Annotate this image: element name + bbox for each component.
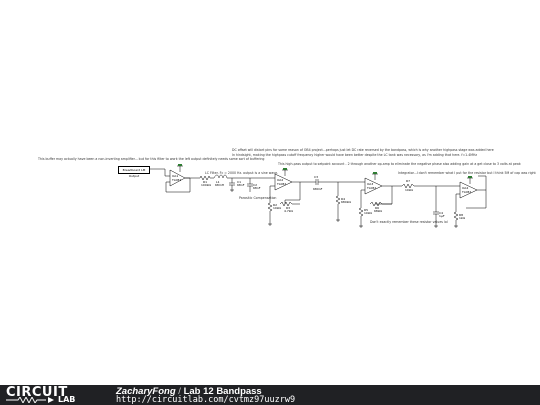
- circuit-title: Lab 12 Bandpass: [183, 386, 262, 397]
- c1-label: C1: [237, 180, 241, 184]
- c2-label: C2: [253, 183, 257, 187]
- resistor-r7: [401, 183, 460, 189]
- opamp-2-part: TL082: [276, 182, 286, 186]
- r6-label: R6: [375, 206, 379, 210]
- resistor-r1: [196, 175, 214, 181]
- capacitor-c1: [229, 178, 235, 190]
- buffer-note: This buffer may actually have been a non…: [38, 157, 265, 161]
- schematic-canvas[interactable]: OA1 TL082 OA2 TL082 OA3 TL082 OA4 TL082 …: [0, 0, 540, 385]
- title-separator: /: [178, 386, 181, 397]
- opamp-3: [364, 177, 383, 195]
- r6-value: 68kΩ: [374, 209, 383, 213]
- capacitor-c2: [247, 178, 253, 192]
- opamp-3-part: TL082: [366, 186, 376, 190]
- r7-value: 10kΩ: [405, 188, 414, 192]
- opamp-4: [459, 181, 478, 199]
- highpass-note: This high-pass output to setpoint accoun…: [278, 162, 521, 166]
- resistor-r6: [369, 201, 392, 207]
- logo-text-top: CIRCUIT: [6, 385, 68, 400]
- r3-value: 4.7kΩ: [284, 209, 294, 213]
- resistor-r5: [358, 204, 364, 226]
- schematic-drawing: OA1 TL082 OA2 TL082 OA3 TL082 OA4 TL082 …: [150, 164, 487, 228]
- opamp-1-part: TL082: [171, 178, 181, 182]
- opamp-1: [169, 169, 186, 187]
- c3-value: 680nF: [313, 187, 323, 191]
- hindsight-note: In hindsight, making the highpass cutoff…: [232, 153, 478, 157]
- r1-value: 100kΩ: [201, 183, 211, 187]
- r7-label: R7: [406, 179, 410, 183]
- integrator-note: Integrator...I don't remember what I put…: [398, 171, 536, 175]
- c1-value: 68nF: [237, 183, 245, 187]
- opamp-3-label: OA3: [367, 182, 373, 186]
- resistor-r2: [267, 200, 273, 224]
- capacitor-c4: [433, 186, 439, 226]
- resistor-r4: [335, 182, 341, 220]
- dc-offset-note: DC offset will distort pins for some rea…: [232, 148, 494, 152]
- c2-value: 68nF: [253, 186, 261, 190]
- footer-bar: CIRCUIT LAB ZacharyFong / Lab 12 Bandpas…: [0, 385, 540, 405]
- opamp-4-part: TL082: [461, 190, 471, 194]
- logo-resistor-icon: [6, 397, 54, 403]
- r3-label: R3: [286, 206, 290, 210]
- circuit-url-link[interactable]: http://circuitlab.com/cvtmz97uuzrw9: [116, 395, 296, 405]
- r8-value: 1kΩ: [459, 216, 466, 220]
- resistor-r8: [453, 208, 459, 226]
- r2-value: 10kΩ: [273, 206, 282, 210]
- tradeoff-note: Don't exactly remember these resistor va…: [370, 220, 448, 224]
- parasitic-note: Parasitic Compensation: [239, 196, 277, 200]
- logo-text-bottom: LAB: [58, 395, 76, 404]
- c4-value: 1μF: [439, 214, 445, 218]
- r5-label: R5: [364, 208, 368, 212]
- c3-label: C3: [314, 175, 318, 179]
- r2-label: R2: [273, 203, 277, 207]
- input-label-box: Breadboard LM Output: [118, 166, 150, 178]
- opamp-2: [274, 173, 293, 191]
- opamp-2-label: OA2: [277, 178, 283, 182]
- r5-value: 10kΩ: [364, 211, 373, 215]
- r1-label: R1: [203, 180, 207, 184]
- resistor-r3: [279, 201, 300, 207]
- r8-label: R8: [459, 213, 463, 217]
- l1-label: L1: [216, 180, 220, 184]
- circuitlab-logo[interactable]: CIRCUIT LAB: [6, 385, 92, 404]
- r4-value: 680kΩ: [341, 200, 351, 204]
- lc-filter-note: LC Filter. Fc = 2000 Hz. output is a sin…: [205, 171, 279, 175]
- c4-label: C4: [439, 211, 443, 215]
- capacitor-c3: [315, 179, 319, 185]
- circuit-title-line: ZacharyFong / Lab 12 Bandpass: [116, 386, 262, 397]
- opamp-1-label: OA1: [172, 174, 178, 178]
- opamp-4-label: OA4: [462, 186, 468, 190]
- inductor-l1: [213, 174, 232, 179]
- author-link[interactable]: ZacharyFong: [116, 386, 176, 397]
- r4-label: R4: [341, 197, 345, 201]
- l1-value: 68mH: [215, 183, 224, 187]
